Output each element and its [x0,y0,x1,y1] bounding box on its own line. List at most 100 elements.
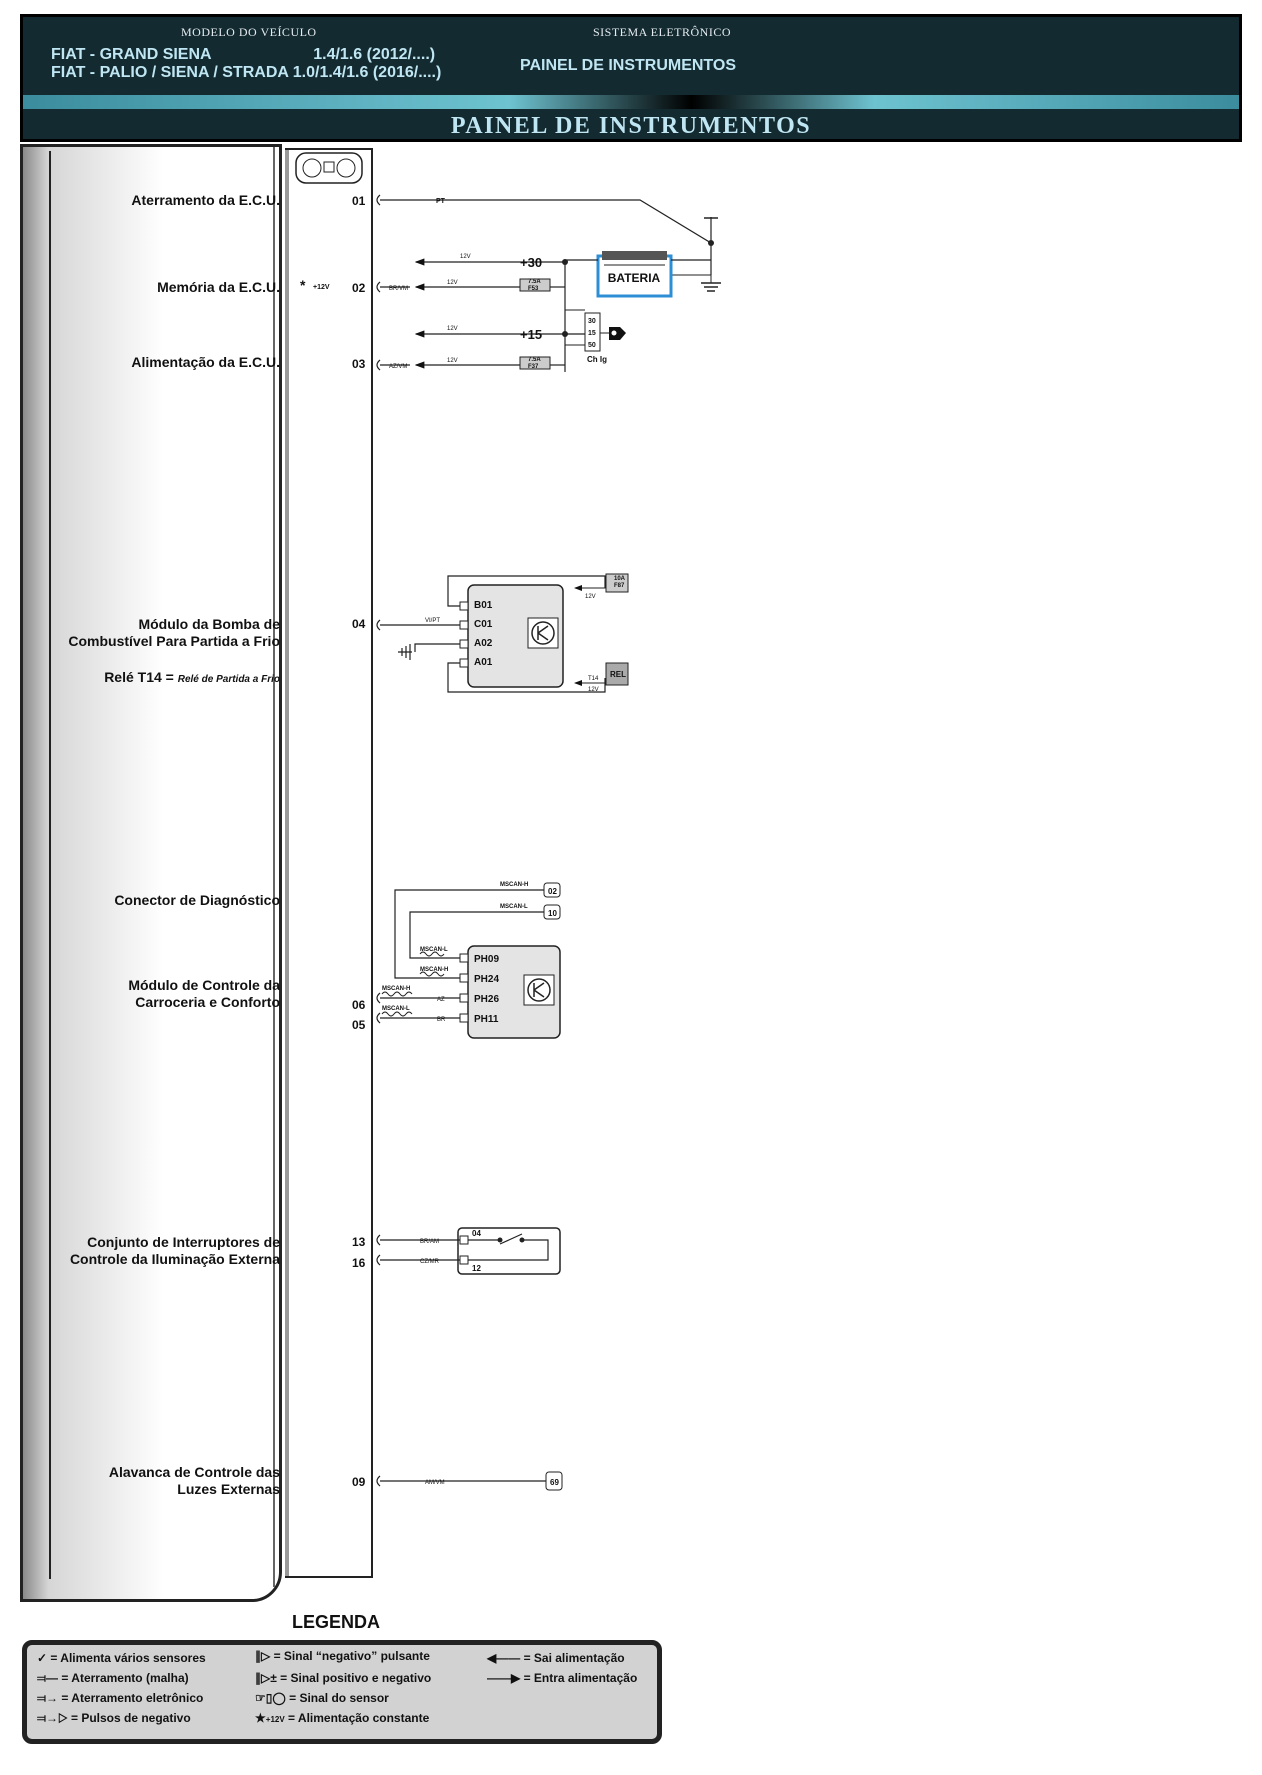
wire-label-czmr: CZ/MR [420,1259,440,1265]
fuse-f37-rating: 7.5A [528,357,541,363]
label-12v-c: 12V [447,326,458,332]
pin-16: 16 [352,1256,366,1270]
wire-label-brvm: BR/VM [389,286,408,292]
label-memoria: Memória da E.C.U. [157,279,280,295]
legend-item-sensors: ✓ = Alimenta vários sensores [37,1651,206,1665]
label-rele: Relé T14 = Relé de Partida a Frio [104,669,280,688]
ignition-label: Ch Ig [587,355,607,364]
fuse-f53-id: F53 [528,286,539,292]
label-12v-f: 12V [588,687,599,693]
label-mscan-l-b: MSCAN-L [382,1006,410,1012]
arrow-left-icon: ◀—— [487,1651,524,1665]
label-12v-e: 12V [585,594,596,600]
wire-label-vipt: VI/PT [425,618,440,624]
pin-04: 04 [352,617,366,631]
diagnostic-connector [394,882,561,979]
label-rele-italic: Relé de Partida a Frio [177,674,280,685]
ign-15: 15 [588,330,596,337]
switch-pin-04: 04 [472,1229,481,1238]
relay-label: REL [610,670,626,679]
legend-box: ✓ = Alimenta vários sensores ⫤— = Aterra… [22,1640,662,1744]
legend-text-sensors: = Alimenta vários sensores [50,1651,206,1665]
label-interruptores-1: Conjunto de Interruptores de [87,1234,280,1250]
legend-text-power-out: = Sai alimentação [523,1651,625,1665]
model-label: MODELO DO VEÍCULO [181,25,317,39]
label-carroceria-2: Carroceria e Conforto [135,994,280,1010]
label-panel [20,144,282,1602]
pin-02: 02 [352,281,366,295]
label-mscan-l-top: MSCAN-L [500,904,528,910]
ground-mesh-icon: ⫤— [37,1671,62,1685]
legend-text-pulsing-neg: = Sinal “negativo” pulsante [273,1649,430,1663]
label-rele-main: Relé T14 = [104,669,178,685]
legend-item-ground-electronic: ⫤→ = Aterramento eletrônico [37,1691,203,1706]
system-label: SISTEMA ELETRÔNICO [593,25,731,39]
pin-09: 09 [352,1475,366,1489]
fuse-f53-rating: 7.5A [528,279,541,285]
header-banner: MODELO DO VEÍCULO SISTEMA ELETRÔNICO FIA… [20,14,1242,142]
wire-label-br: BR [437,1017,446,1023]
fuel-pump-module [380,575,606,693]
wire-label-bram: BR/AM [420,1239,439,1245]
pin-ph24: PH24 [474,974,499,985]
pin-03: 03 [352,357,366,371]
pin-ph09: PH09 [474,954,499,965]
legend-item-pos-neg: ∥▷± = Sinal positivo e negativo [255,1671,431,1685]
ign-30: 30 [588,318,596,325]
connector-69: 69 [550,1478,559,1487]
relay-id: T14 [588,676,599,682]
star-icon: * [300,277,306,293]
wire-pin03 [380,340,566,372]
vehicle-line-1: FIAT - GRAND SIENA 1.4/1.6 (2012/....) [51,46,436,63]
label-diagnostico: Conector de Diagnóstico [114,892,280,908]
pin-b01: B01 [474,600,493,611]
label-bomba-2: Combustível Para Partida a Frio [68,633,280,649]
relay-t14 [574,662,629,686]
label-mscan-h-a: MSCAN-H [420,967,448,973]
label-plus12v: +12V [313,284,330,291]
pin-a02: A02 [474,638,493,649]
wire-plus30 [414,258,568,340]
label-12v-d: 12V [447,358,458,364]
label-aterramento: Aterramento da E.C.U. [131,192,280,208]
fuse-f87-rating: 10A [614,576,626,582]
fuse-f37-id: F37 [528,364,539,370]
diag-pin-02: 02 [548,887,557,896]
wire-label-pt: PT [436,198,446,205]
label-alavanca-2: Luzes Externas [177,1481,280,1497]
legend-text-constant-power: = Alimentação constante [288,1711,430,1725]
light-switch-assembly [380,1227,561,1275]
pin-a01: A01 [474,657,493,668]
legend-item-sensor-signal: ☞▯◯ = Sinal do sensor [255,1691,389,1705]
ign-50: 50 [588,342,596,349]
label-plus15: +15 [520,327,542,342]
page-title: PAINEL DE INSTRUMENTOS [450,113,812,139]
legend-title: LEGENDA [292,1612,381,1632]
wire-label-azvm: AZ/VM [389,364,407,370]
legend-text-ground-electronic: = Aterramento eletrônico [61,1691,204,1705]
legend-item-power-in: ——▶ = Entra alimentação [487,1671,637,1685]
wire-pin02 [380,278,565,292]
fuse-f87 [574,573,629,593]
battery [596,251,673,298]
legend-text-neg-pulses: = Pulsos de negativo [70,1711,191,1725]
legend-text-pos-neg: = Sinal positivo e negativo [280,1671,432,1685]
wire-plus15 [414,309,626,352]
wire-pin01-ground [380,199,721,292]
pin-ph11: PH11 [474,1014,499,1025]
panel-inner-line [49,151,51,1579]
pin-entry-marks [376,194,381,1487]
neg-pulse-icon: ⫤→▷ [37,1711,71,1725]
pin-13: 13 [352,1235,366,1249]
pin-06: 06 [352,998,366,1012]
label-12v-b: 12V [447,280,458,286]
label-interruptores-2: Controle da Iluminação Externa [69,1251,280,1267]
legend-text-ground-mesh: = Aterramento (malha) [61,1671,189,1685]
label-mscan-h-b: MSCAN-H [382,986,410,992]
legend-item-ground-mesh: ⫤— = Aterramento (malha) [37,1671,189,1686]
label-carroceria-1: Módulo de Controle da [128,977,280,993]
legend-item-pulsing-neg: ∥▷ = Sinal “negativo” pulsante [255,1649,430,1663]
label-alavanca-1: Alavanca de Controle das [108,1464,280,1480]
diag-pin-10: 10 [548,909,557,918]
header-band [23,95,1239,109]
